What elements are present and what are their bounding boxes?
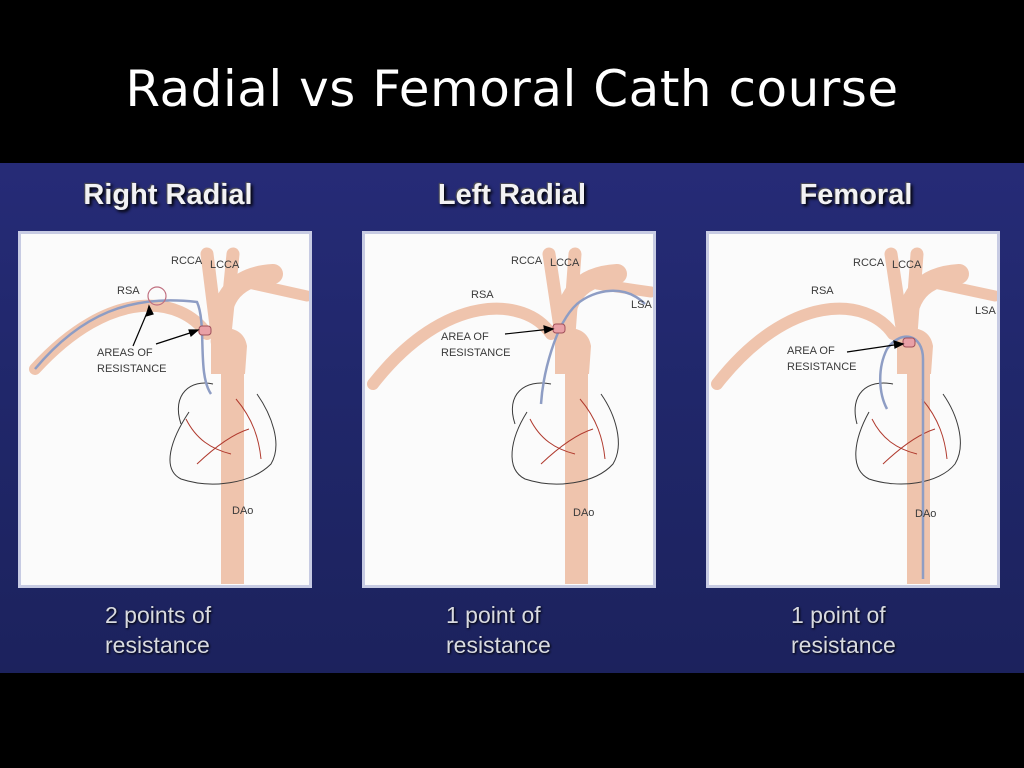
- caption-left-radial: 1 point of resistance: [446, 600, 646, 660]
- caption-line: resistance: [446, 632, 551, 658]
- label-rsa: RSA: [811, 285, 834, 297]
- descending-aorta: [221, 344, 244, 584]
- label-rcca: RCCA: [853, 257, 885, 269]
- catheter-path: [879, 335, 925, 579]
- label-dao: DAo: [232, 505, 253, 517]
- label-lcca: LCCA: [550, 257, 580, 269]
- label-lsa: LSA: [631, 299, 652, 311]
- left-radial-diagram: RCCA LCCA RSA LSA AREA OF RESISTANCE DAo: [367, 247, 653, 584]
- slide-title: Radial vs Femoral Cath course: [125, 60, 899, 118]
- label-dao: DAo: [915, 508, 936, 520]
- label-lsa: LSA: [975, 305, 996, 317]
- caption-femoral: 1 point of resistance: [791, 600, 991, 660]
- resistance-marker: [147, 286, 167, 306]
- label-resistance-line1: AREA OF: [441, 331, 489, 343]
- label-rsa: RSA: [117, 285, 140, 297]
- panel-left-radial: RCCA LCCA RSA LSA AREA OF RESISTANCE DAo: [362, 231, 656, 588]
- descending-aorta: [907, 344, 930, 584]
- femoral-diagram: RCCA LCCA RSA LSA AREA OF RESISTANCE DAo: [711, 247, 997, 584]
- catheter-path: [34, 299, 213, 395]
- caption-line: resistance: [105, 632, 210, 658]
- resistance-marker: [198, 325, 212, 336]
- label-resistance-line2: RESISTANCE: [787, 361, 856, 373]
- label-resistance-line1: AREA OF: [787, 345, 835, 357]
- caption-line: 2 points of: [105, 602, 212, 628]
- caption-line: 1 point of: [446, 602, 541, 628]
- caption-right-radial: 2 points of resistance: [105, 600, 305, 660]
- label-resistance-line2: RESISTANCE: [441, 347, 510, 359]
- resistance-marker: [902, 337, 916, 348]
- panel-heading-right-radial: Right Radial: [83, 179, 253, 211]
- panel-femoral: RCCA LCCA RSA LSA AREA OF RESISTANCE DAo: [706, 231, 1000, 588]
- panel-heading-left-radial: Left Radial: [437, 179, 587, 211]
- label-resistance-line2: RESISTANCE: [97, 363, 166, 375]
- label-rsa: RSA: [471, 289, 494, 301]
- right-radial-diagram: RCCA LCCA RSA AREAS OF RESISTANCE DAo: [29, 247, 309, 584]
- panel-right-radial: RCCA LCCA RSA AREAS OF RESISTANCE DAo: [18, 231, 312, 588]
- catheter-path: [539, 289, 646, 405]
- label-rcca: RCCA: [171, 255, 203, 267]
- resistance-marker: [552, 323, 566, 334]
- label-lcca: LCCA: [210, 259, 240, 271]
- descending-aorta: [565, 344, 588, 584]
- label-resistance-line1: AREAS OF: [97, 347, 153, 359]
- caption-line: resistance: [791, 632, 896, 658]
- label-lcca: LCCA: [892, 259, 922, 271]
- label-dao: DAo: [573, 507, 594, 519]
- caption-line: 1 point of: [791, 602, 886, 628]
- label-rcca: RCCA: [511, 255, 543, 267]
- panel-heading-femoral: Femoral: [799, 179, 913, 211]
